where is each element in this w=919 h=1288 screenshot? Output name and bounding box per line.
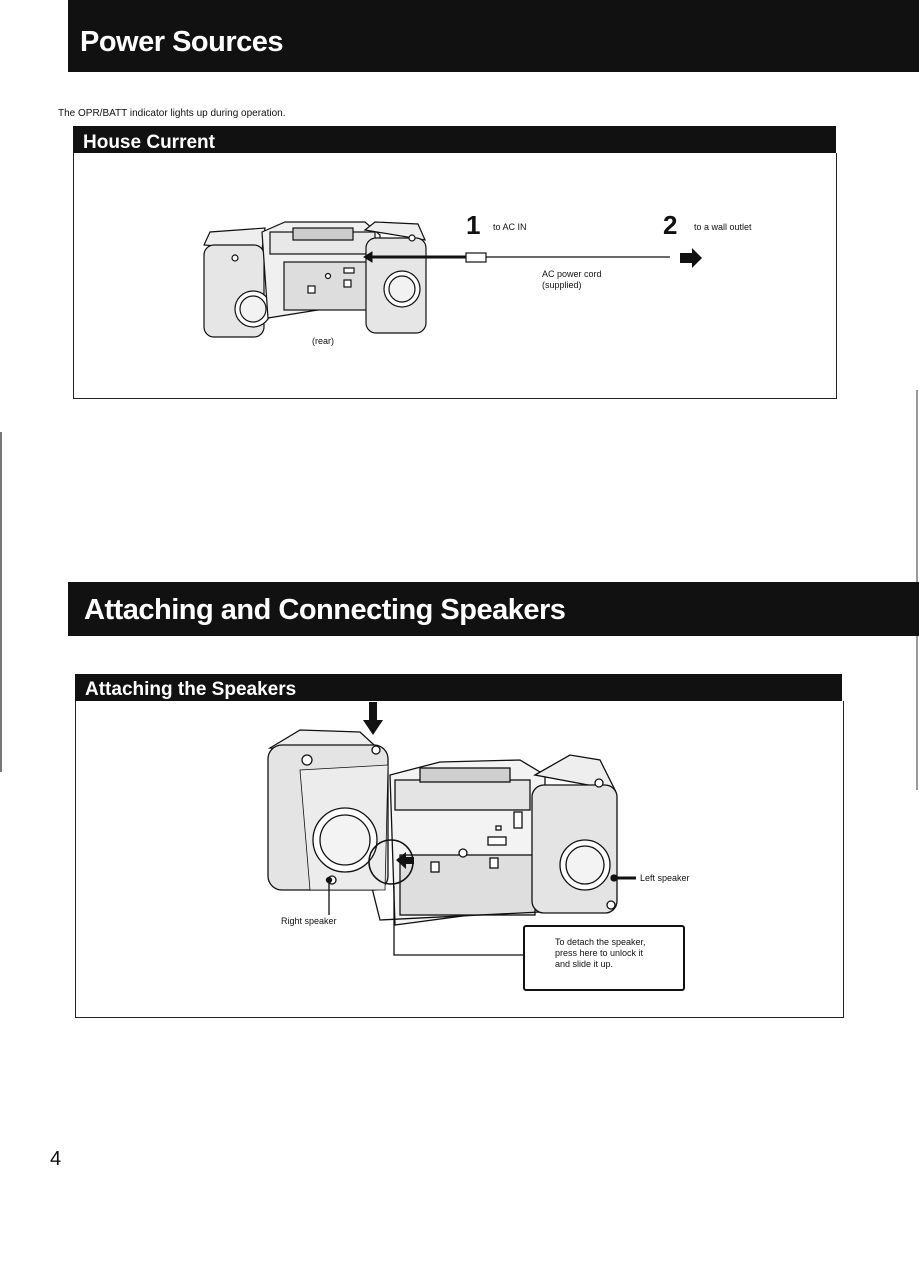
detach-line-3: and slide it up. bbox=[555, 959, 683, 970]
cord-label: AC power cord bbox=[542, 269, 602, 280]
attaching-speakers-panel bbox=[75, 701, 844, 1018]
attaching-speakers-heading: Attaching the Speakers bbox=[75, 674, 842, 701]
step-1-label: to AC IN bbox=[493, 222, 527, 233]
step-2-label: to a wall outlet bbox=[694, 222, 752, 233]
arrow-right-icon bbox=[680, 248, 702, 268]
right-speaker-label: Right speaker bbox=[281, 916, 337, 927]
step-2-number: 2 bbox=[663, 210, 677, 241]
speakers-section-title: Attaching and Connecting Speakers bbox=[68, 582, 919, 636]
cord-supplied-label: (supplied) bbox=[542, 280, 582, 291]
rear-label: (rear) bbox=[312, 336, 334, 347]
detach-line-1: To detach the speaker, bbox=[555, 937, 683, 948]
boombox-rear-illustration bbox=[204, 222, 426, 337]
detach-line-2: press here to unlock it bbox=[555, 948, 683, 959]
left-speaker-label: Left speaker bbox=[640, 873, 690, 884]
detach-instructions-callout: To detach the speaker, press here to unl… bbox=[523, 925, 685, 991]
page-number: 4 bbox=[50, 1148, 61, 1171]
step-1-number: 1 bbox=[466, 210, 480, 241]
